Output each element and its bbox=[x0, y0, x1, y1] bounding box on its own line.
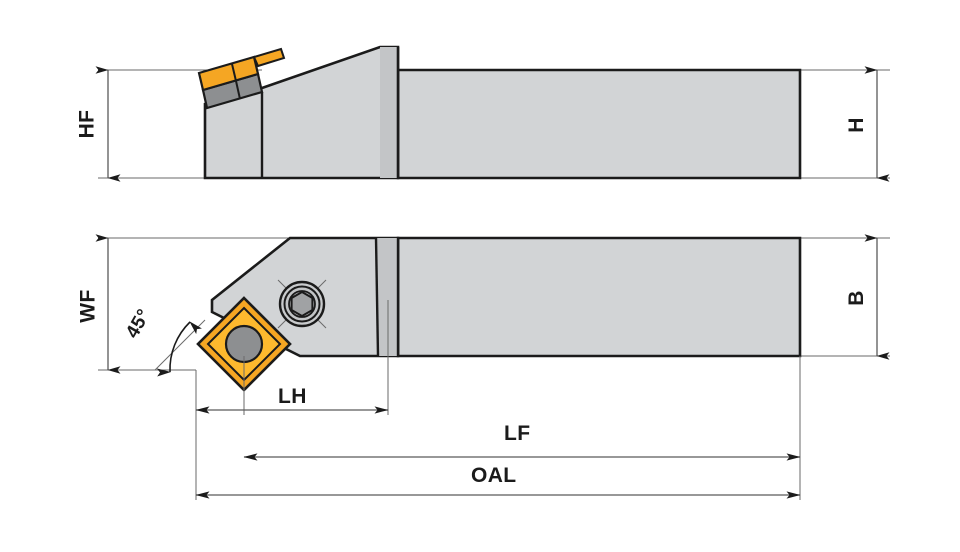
angle-arc bbox=[156, 321, 202, 377]
shank-top-profile bbox=[396, 236, 802, 358]
dimension-label-lh: LH bbox=[278, 385, 307, 408]
carbide-insert-top bbox=[196, 296, 292, 392]
head-shank-transition-face bbox=[380, 47, 398, 178]
lead-angle-dimension bbox=[154, 319, 206, 377]
clamp-screw bbox=[277, 279, 327, 329]
top-view-group bbox=[95, 234, 890, 392]
dimension-label-wf: WF bbox=[76, 289, 100, 323]
shim-divider-line bbox=[235, 80, 241, 100]
dimension-label-oal: OAL bbox=[471, 464, 517, 487]
dimension-label-b: B bbox=[844, 290, 868, 306]
dimension-label-h: H bbox=[844, 117, 868, 133]
insert-side-profile bbox=[197, 55, 260, 92]
length-extension-lines bbox=[195, 300, 801, 500]
head-shank-transition-facet bbox=[376, 238, 398, 356]
dimension-label-hf: HF bbox=[75, 109, 99, 139]
shank-side-profile bbox=[396, 68, 802, 180]
length-dimensions-group bbox=[195, 300, 801, 500]
insert-side-ledge bbox=[252, 47, 286, 68]
side-view-group bbox=[95, 45, 890, 182]
screw-hex-socket bbox=[290, 290, 314, 318]
head-shank-facet-edge bbox=[374, 237, 380, 357]
dimension-label-lf: LF bbox=[504, 422, 531, 445]
insert-side-divider bbox=[231, 63, 237, 82]
